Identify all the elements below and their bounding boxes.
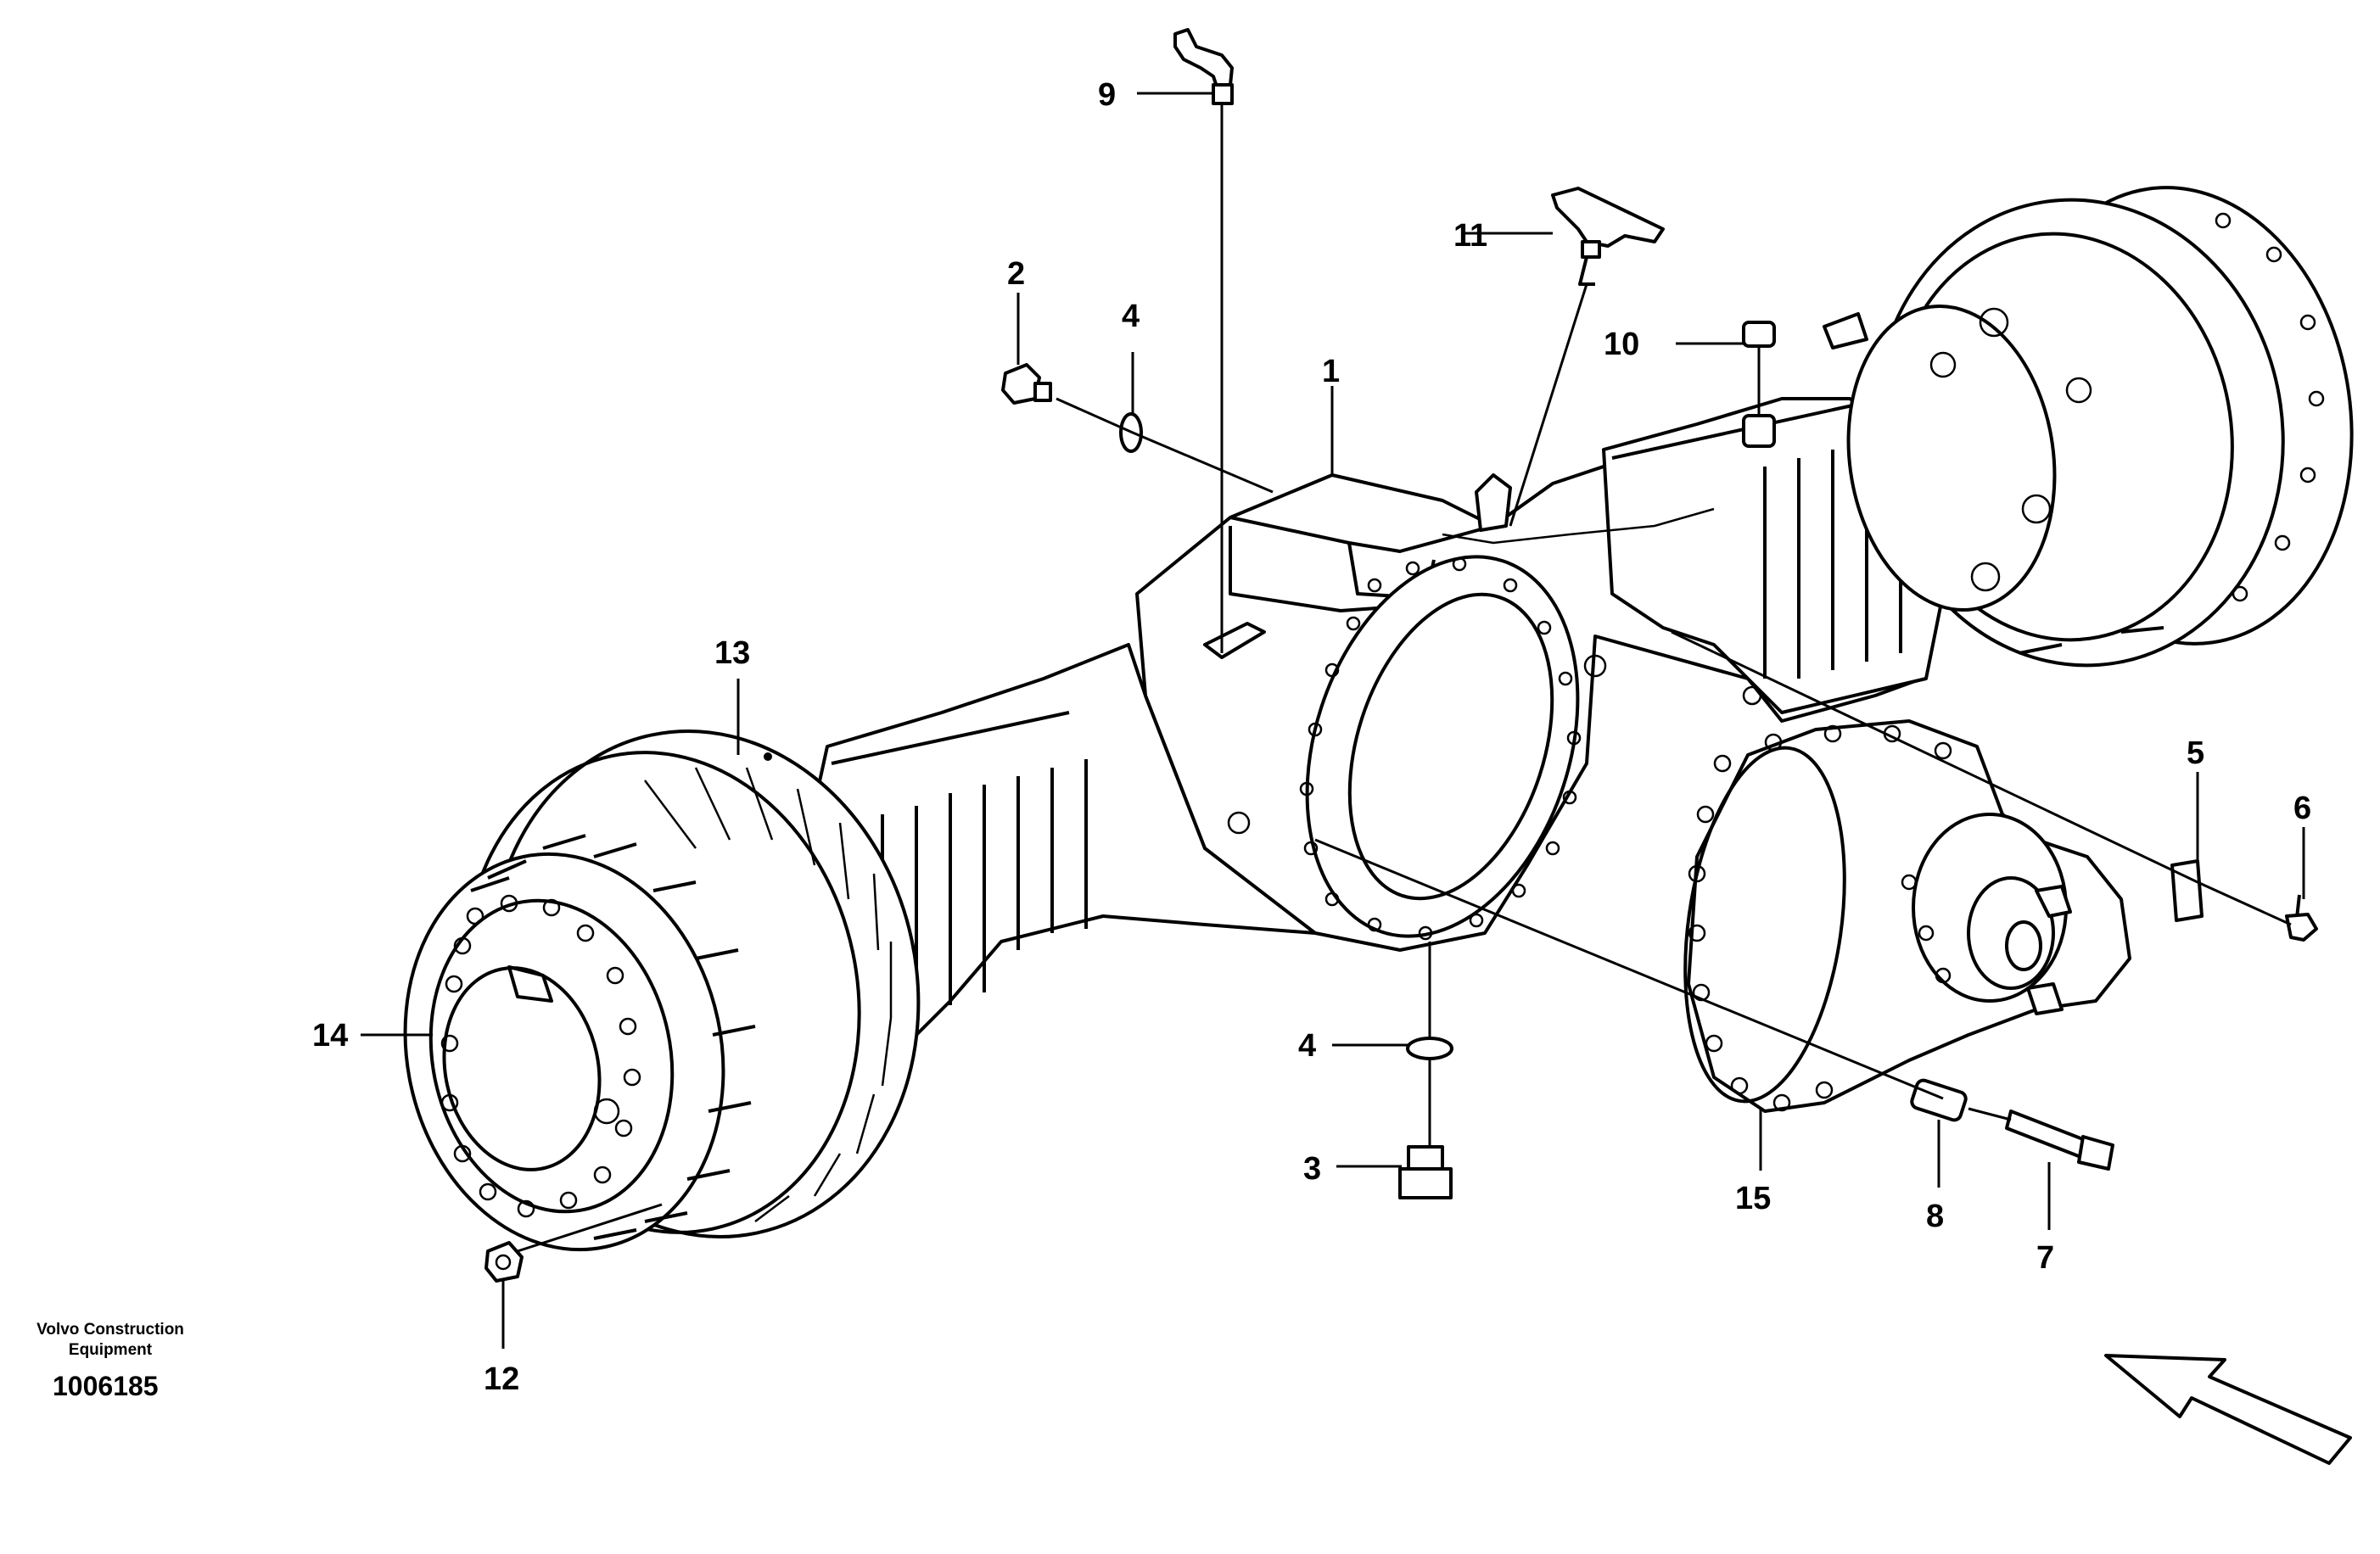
- brand-line-2: Equipment: [68, 1341, 153, 1359]
- callout-10: 10: [1604, 327, 1639, 362]
- document-number: 1006185: [53, 1371, 159, 1401]
- direction-arrow: [2104, 1354, 2352, 1465]
- callout-12: 12: [484, 1361, 519, 1397]
- sleeve: [1910, 1078, 1968, 1122]
- sensor: [1551, 187, 1665, 286]
- callout-4-top: 4: [1122, 299, 1140, 334]
- callout-4-bottom: 4: [1298, 1028, 1316, 1064]
- callout-9: 9: [1098, 77, 1116, 113]
- brand-name: Volvo Construction Equipment: [25, 1320, 195, 1361]
- callout-7: 7: [2036, 1240, 2054, 1276]
- callout-5: 5: [2187, 735, 2204, 771]
- callout-13: 13: [714, 635, 750, 671]
- plug-top: [1001, 363, 1052, 405]
- callout-labels: 1 2 4 9 11 10 13 14 12 4 3 15 8 7 5 6: [312, 77, 2311, 1397]
- screw: [2285, 894, 2318, 942]
- callout-3: 3: [1303, 1151, 1321, 1187]
- callout-pointers: [361, 92, 2305, 1349]
- differential-carrier: [1683, 719, 2131, 1113]
- bolt: [2005, 1110, 2114, 1171]
- wheel-nut: [484, 1241, 524, 1283]
- callout-8: 8: [1926, 1199, 1944, 1234]
- callout-1: 1: [1322, 354, 1340, 389]
- shim: [2170, 859, 2204, 922]
- callout-14: 14: [312, 1018, 348, 1054]
- plug-bottom: [1398, 1145, 1453, 1199]
- leader-lines: [517, 102, 2292, 1253]
- o-ring-top: [1119, 412, 1143, 453]
- callout-11: 11: [1453, 218, 1487, 254]
- callout-2: 2: [1007, 256, 1025, 292]
- brand-line-1: Volvo Construction: [36, 1321, 184, 1339]
- callout-6: 6: [2293, 791, 2311, 826]
- callout-15: 15: [1735, 1181, 1771, 1216]
- breather-fitting: [1173, 28, 1234, 105]
- right-hub-assembly: [1823, 186, 2354, 668]
- o-ring-bottom: [1406, 1037, 1453, 1060]
- wheel-hub: [403, 834, 756, 1252]
- bushing-top: [1742, 321, 1776, 448]
